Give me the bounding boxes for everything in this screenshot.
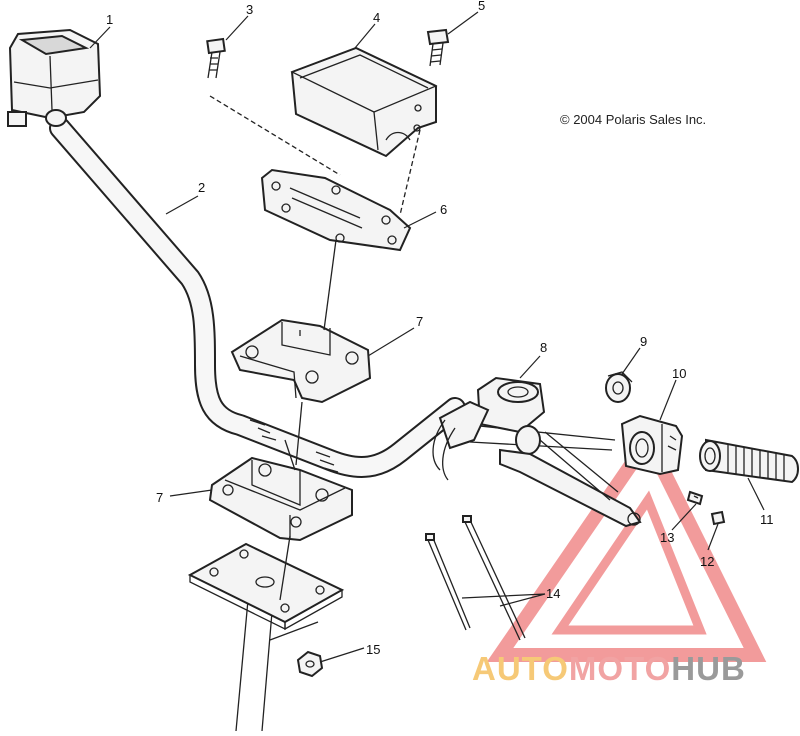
bracket-plate <box>260 168 412 252</box>
switch-housing <box>620 414 684 476</box>
callout-7-upper: 7 <box>416 314 423 329</box>
callout-13: 13 <box>660 530 674 545</box>
mounting-plate <box>187 542 345 641</box>
callout-1: 1 <box>106 12 113 27</box>
callout-10: 10 <box>672 366 686 381</box>
callout-labels: 1 2 3 4 5 6 7 7 8 9 10 11 12 13 14 15 <box>106 0 774 657</box>
callout-9: 9 <box>640 334 647 349</box>
callout-5: 5 <box>478 0 485 13</box>
master-cylinder <box>432 376 642 528</box>
callout-14: 14 <box>546 586 560 601</box>
upper-clamp <box>230 318 372 404</box>
hand-grip <box>699 438 799 484</box>
copyright-notice: © 2004 Polaris Sales Inc. <box>560 112 706 127</box>
callout-15: 15 <box>366 642 380 657</box>
callout-3: 3 <box>246 2 253 17</box>
screw-13 <box>686 490 704 506</box>
bolt-5 <box>426 28 450 67</box>
watermark-word-auto: AUTO <box>472 650 569 687</box>
washer <box>605 371 633 403</box>
handlebar <box>49 117 616 478</box>
watermark-logo <box>486 426 767 662</box>
callout-7-lower: 7 <box>156 490 163 505</box>
watermark-word-moto: MOTO <box>569 650 671 687</box>
watermark-text: AUTOMOTOHUB <box>472 650 746 687</box>
callout-2: 2 <box>198 180 205 195</box>
nut-15 <box>296 650 324 678</box>
callout-6: 6 <box>440 202 447 217</box>
cable-ties <box>425 515 526 641</box>
screw-12 <box>710 510 726 526</box>
callout-11: 11 <box>760 512 774 527</box>
callout-4: 4 <box>373 10 380 25</box>
handlebar-pad <box>290 46 438 158</box>
left-control-housing <box>7 28 102 127</box>
callout-12: 12 <box>700 554 714 569</box>
assembly-guides <box>209 95 421 601</box>
lower-clamp <box>208 456 353 542</box>
leader-lines <box>89 11 765 663</box>
steering-post <box>235 599 273 732</box>
callout-8: 8 <box>540 340 547 355</box>
bolt-3 <box>206 37 226 79</box>
watermark-word-hub: HUB <box>671 650 746 687</box>
